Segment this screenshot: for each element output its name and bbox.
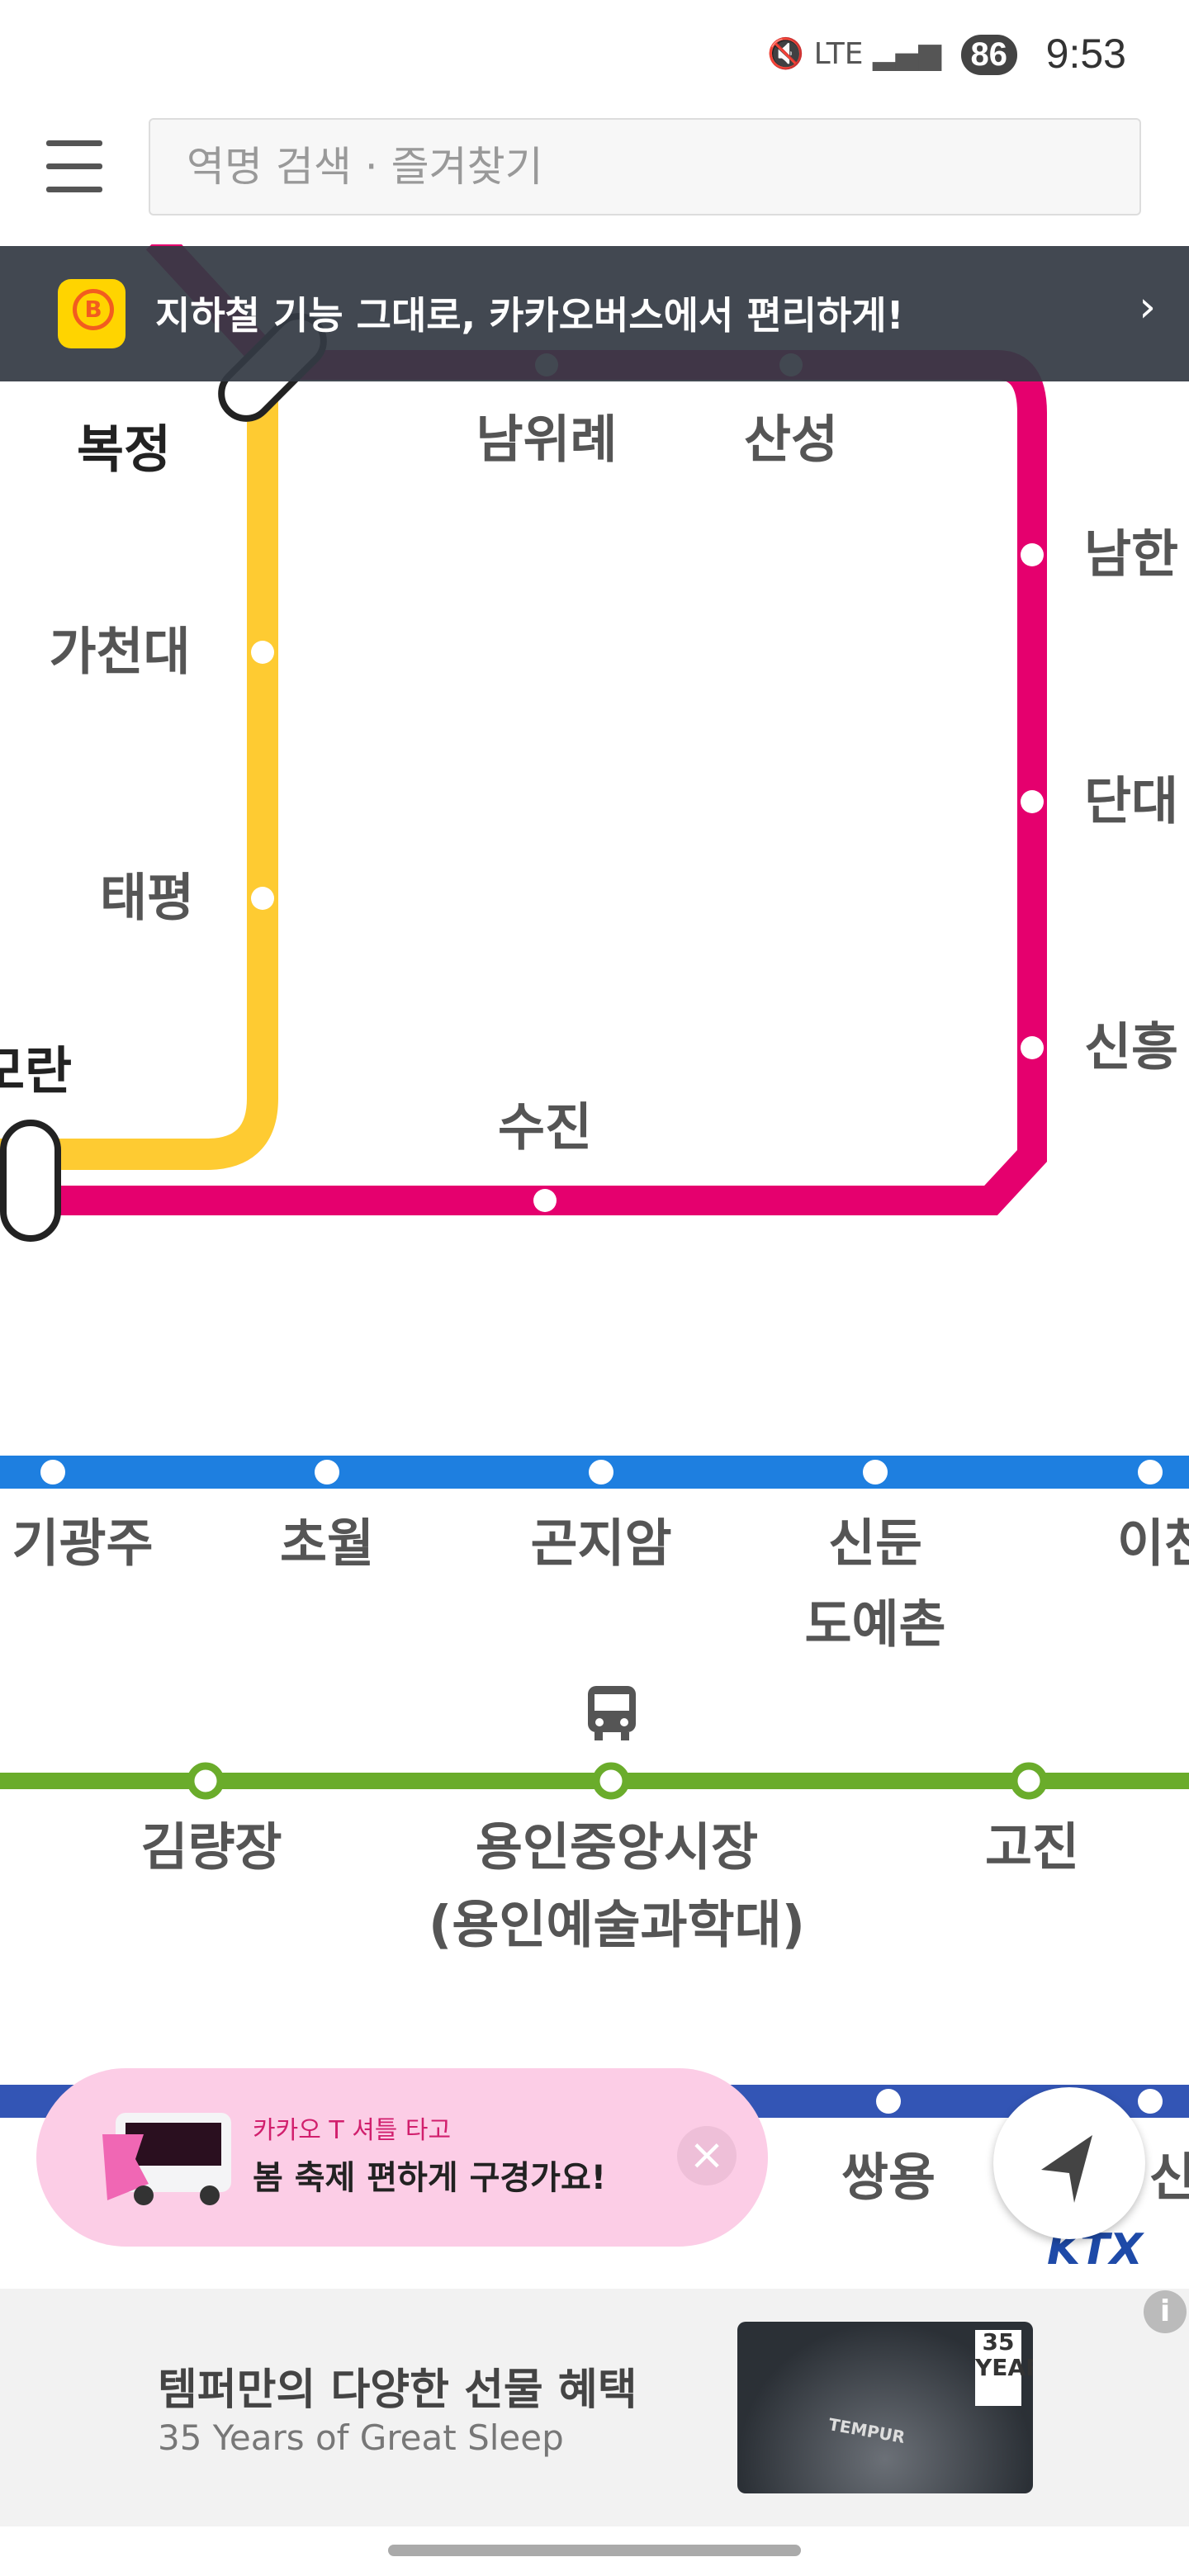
station-label[interactable]: 태평 bbox=[99, 867, 195, 928]
station-dot bbox=[1138, 1460, 1163, 1485]
bus-icon bbox=[588, 1686, 636, 1740]
station-dot bbox=[315, 1460, 339, 1485]
clock: 9:53 bbox=[1045, 31, 1126, 77]
station-dot bbox=[1010, 1762, 1048, 1800]
station-label[interactable]: 복정 bbox=[76, 419, 172, 480]
station-label[interactable]: 단대 bbox=[1083, 770, 1179, 831]
station-label[interactable]: 신흥 bbox=[1083, 1016, 1179, 1077]
signal-icon: 🔇 LTE ▂▄▆ bbox=[767, 37, 941, 71]
navigation-arrow-icon bbox=[1041, 2135, 1092, 2203]
kakaobus-icon: B bbox=[58, 279, 126, 348]
station-label[interactable]: 모란 bbox=[0, 1040, 73, 1101]
station-label[interactable]: 고진 bbox=[984, 1816, 1080, 1878]
station-label[interactable]: (용인예술과학대) bbox=[429, 1894, 805, 1955]
ad-badge: 35 YEARS bbox=[975, 2329, 1033, 2406]
transfer-moran bbox=[0, 1120, 61, 1242]
station-label[interactable]: 김량장 bbox=[140, 1816, 282, 1878]
line-magenta bbox=[25, 350, 1047, 1215]
station-dot bbox=[1021, 1036, 1044, 1059]
ad-banner[interactable]: 템퍼만의 다양한 선물 혜택 35 Years of Great Sleep 3… bbox=[0, 2289, 1189, 2526]
station-label[interactable]: 곤지암 bbox=[530, 1513, 672, 1574]
station-label[interactable]: 기광주 bbox=[12, 1513, 154, 1574]
ad-title: 템퍼만의 다양한 선물 혜택 bbox=[158, 2365, 637, 2415]
station-label[interactable]: 수진 bbox=[497, 1096, 593, 1158]
station-dot bbox=[1021, 543, 1044, 566]
station-label[interactable]: 용인중앙시장 bbox=[475, 1816, 759, 1878]
station-label[interactable]: 가천대 bbox=[49, 621, 191, 682]
station-dot bbox=[863, 1460, 888, 1485]
home-indicator[interactable] bbox=[388, 2545, 801, 2556]
shuttle-toast[interactable]: 카카오 T 셔틀 타고 봄 축제 편하게 구경가요! × bbox=[36, 2068, 768, 2247]
ad-subtitle: 35 Years of Great Sleep bbox=[158, 2417, 564, 2458]
station-dot bbox=[251, 887, 274, 910]
station-label[interactable]: 남위례 bbox=[476, 409, 618, 470]
station-dot bbox=[1138, 2089, 1163, 2114]
station-dot bbox=[1021, 790, 1044, 813]
line-yellow bbox=[0, 363, 278, 1170]
promo-banner[interactable]: B 지하철 기능 그대로, 카카오버스에서 편리하게! › bbox=[0, 246, 1189, 381]
ad-brand: TEMPUR bbox=[827, 2414, 907, 2447]
station-label[interactable]: 신 bbox=[1149, 2147, 1189, 2208]
current-location-button[interactable] bbox=[993, 2087, 1145, 2239]
station-label[interactable]: 남한 bbox=[1083, 523, 1179, 585]
promo-banner-text: 지하철 기능 그대로, 카카오버스에서 편리하게! bbox=[155, 293, 904, 338]
station-label[interactable]: 이천 bbox=[1116, 1513, 1189, 1574]
toast-subtitle: 카카오 T 셔틀 타고 bbox=[253, 2116, 452, 2145]
station-dot bbox=[40, 1460, 65, 1485]
station-dot bbox=[876, 2089, 901, 2114]
station-dot bbox=[187, 1762, 225, 1800]
toast-title: 봄 축제 편하게 구경가요! bbox=[253, 2159, 607, 2197]
battery-indicator: 86 bbox=[960, 35, 1017, 75]
station-label[interactable]: 도예촌 bbox=[804, 1593, 946, 1655]
station-label[interactable]: 신둔 bbox=[827, 1513, 923, 1574]
station-dot bbox=[589, 1460, 613, 1485]
station-label[interactable]: 쌍용 bbox=[841, 2147, 936, 2208]
search-input[interactable]: 역명 검색 · 즐겨찾기 bbox=[149, 118, 1141, 215]
station-label[interactable]: 초월 bbox=[279, 1513, 375, 1574]
station-dot bbox=[592, 1762, 630, 1800]
station-dot bbox=[533, 1189, 557, 1212]
station-label[interactable]: 산성 bbox=[743, 409, 839, 470]
shuttle-bus-icon bbox=[102, 2113, 231, 2205]
info-icon[interactable]: i bbox=[1144, 2290, 1187, 2333]
chevron-right-icon[interactable]: › bbox=[1139, 282, 1156, 332]
status-bar: 🔇 LTE ▂▄▆ 86 9:53 bbox=[0, 0, 1189, 107]
ad-image[interactable]: 35 YEARS TEMPUR bbox=[737, 2322, 1033, 2493]
menu-icon[interactable] bbox=[46, 140, 102, 193]
station-dot bbox=[251, 641, 274, 664]
close-icon[interactable]: × bbox=[677, 2126, 737, 2185]
